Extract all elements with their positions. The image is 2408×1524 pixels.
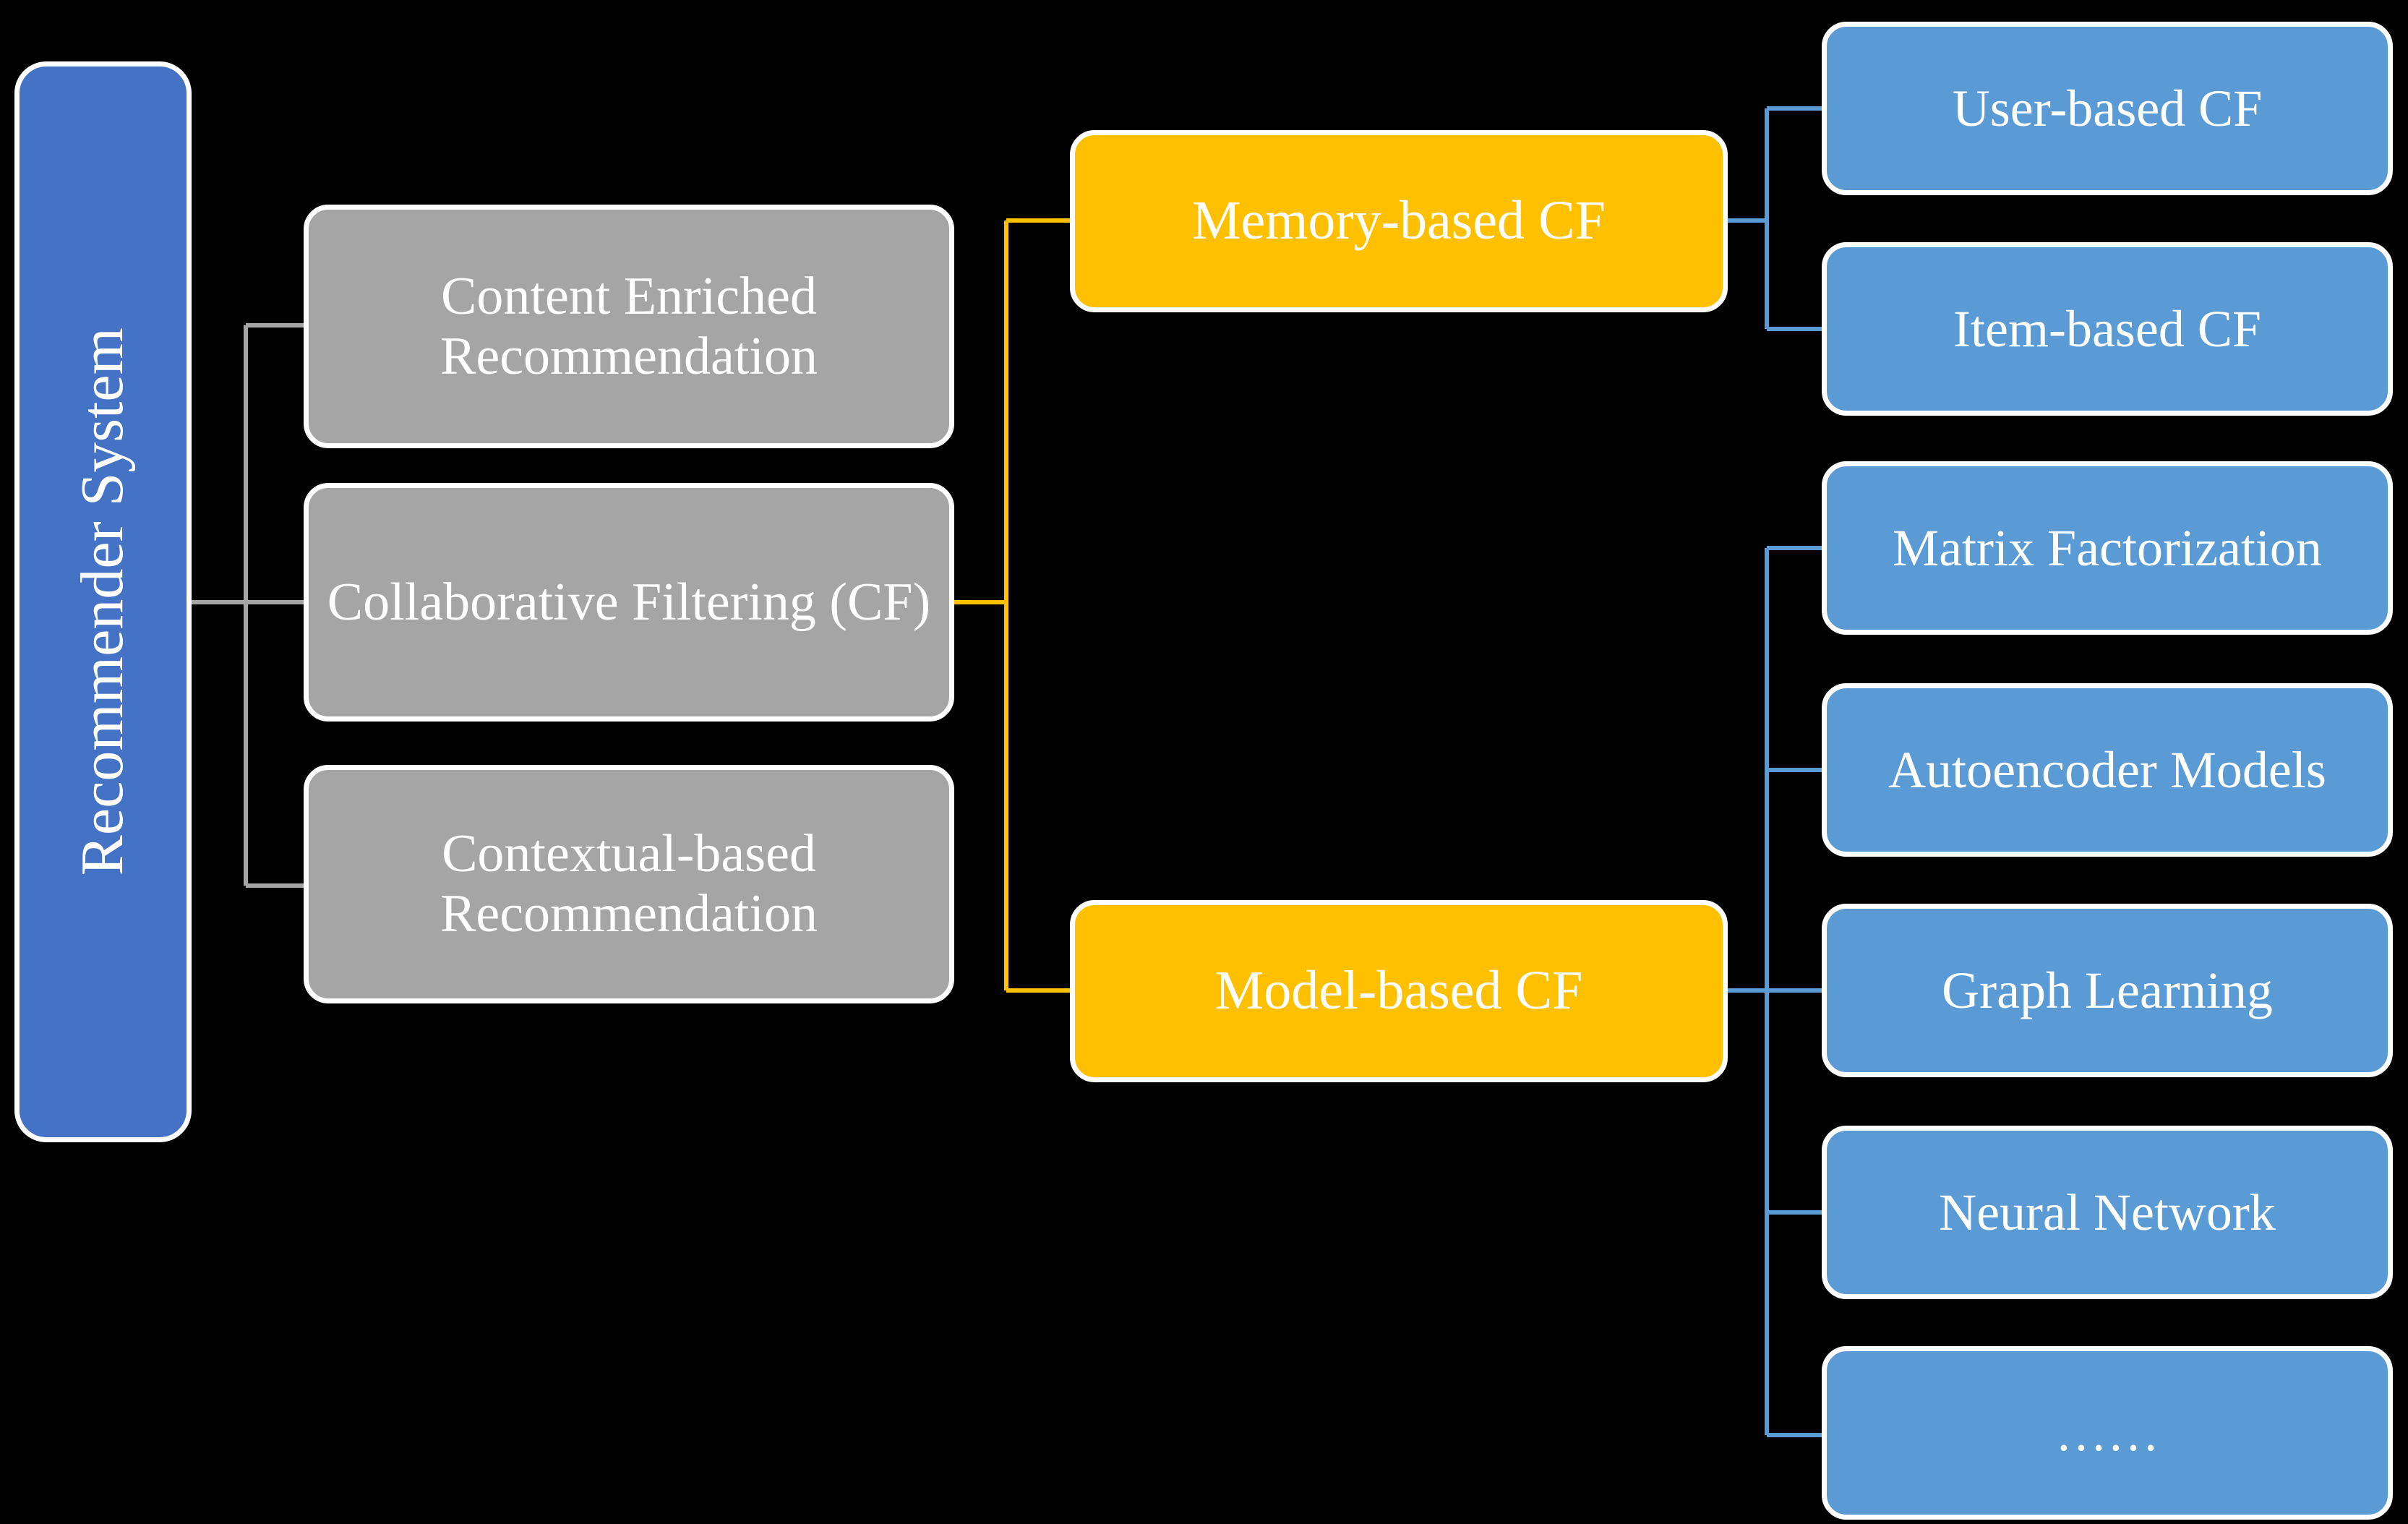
node-neural-network[interactable]: Neural Network: [1822, 1126, 2393, 1299]
node-label-ellipsis: ……: [2055, 1403, 2159, 1462]
node-ellipsis[interactable]: ……: [1822, 1346, 2393, 1520]
node-user-based-cf[interactable]: User-based CF: [1822, 22, 2393, 195]
node-label-contextual-based-recommendation: Contextual-based Recommendation: [440, 824, 818, 943]
node-content-enriched-recommendation[interactable]: Content Enriched Recommendation: [304, 205, 954, 448]
node-recommender-system[interactable]: Recommender System: [14, 61, 192, 1142]
node-collaborative-filtering[interactable]: Collaborative Filtering (CF): [304, 483, 954, 722]
node-graph-learning[interactable]: Graph Learning: [1822, 904, 2393, 1077]
node-label-content-enriched-recommendation: Content Enriched Recommendation: [440, 266, 818, 386]
node-label-model-based-cf: Model-based CF: [1214, 960, 1583, 1022]
node-autoencoder-models[interactable]: Autoencoder Models: [1822, 683, 2393, 857]
node-contextual-based-recommendation[interactable]: Contextual-based Recommendation: [304, 765, 954, 1003]
node-memory-based-cf[interactable]: Memory-based CF: [1070, 130, 1728, 312]
node-label-memory-based-cf: Memory-based CF: [1191, 190, 1606, 252]
node-label-user-based-cf: User-based CF: [1952, 79, 2263, 137]
node-label-autoencoder-models: Autoencoder Models: [1888, 740, 2326, 799]
node-label-neural-network: Neural Network: [1939, 1183, 2276, 1241]
node-label-item-based-cf: Item-based CF: [1953, 299, 2261, 358]
node-item-based-cf[interactable]: Item-based CF: [1822, 242, 2393, 416]
node-matrix-factorization[interactable]: Matrix Factorization: [1822, 461, 2393, 635]
node-model-based-cf[interactable]: Model-based CF: [1070, 900, 1728, 1082]
node-label-graph-learning: Graph Learning: [1942, 961, 2273, 1019]
node-label-collaborative-filtering: Collaborative Filtering (CF): [327, 572, 931, 632]
node-label-recommender-system: Recommender System: [69, 328, 137, 876]
node-label-matrix-factorization: Matrix Factorization: [1893, 518, 2322, 577]
